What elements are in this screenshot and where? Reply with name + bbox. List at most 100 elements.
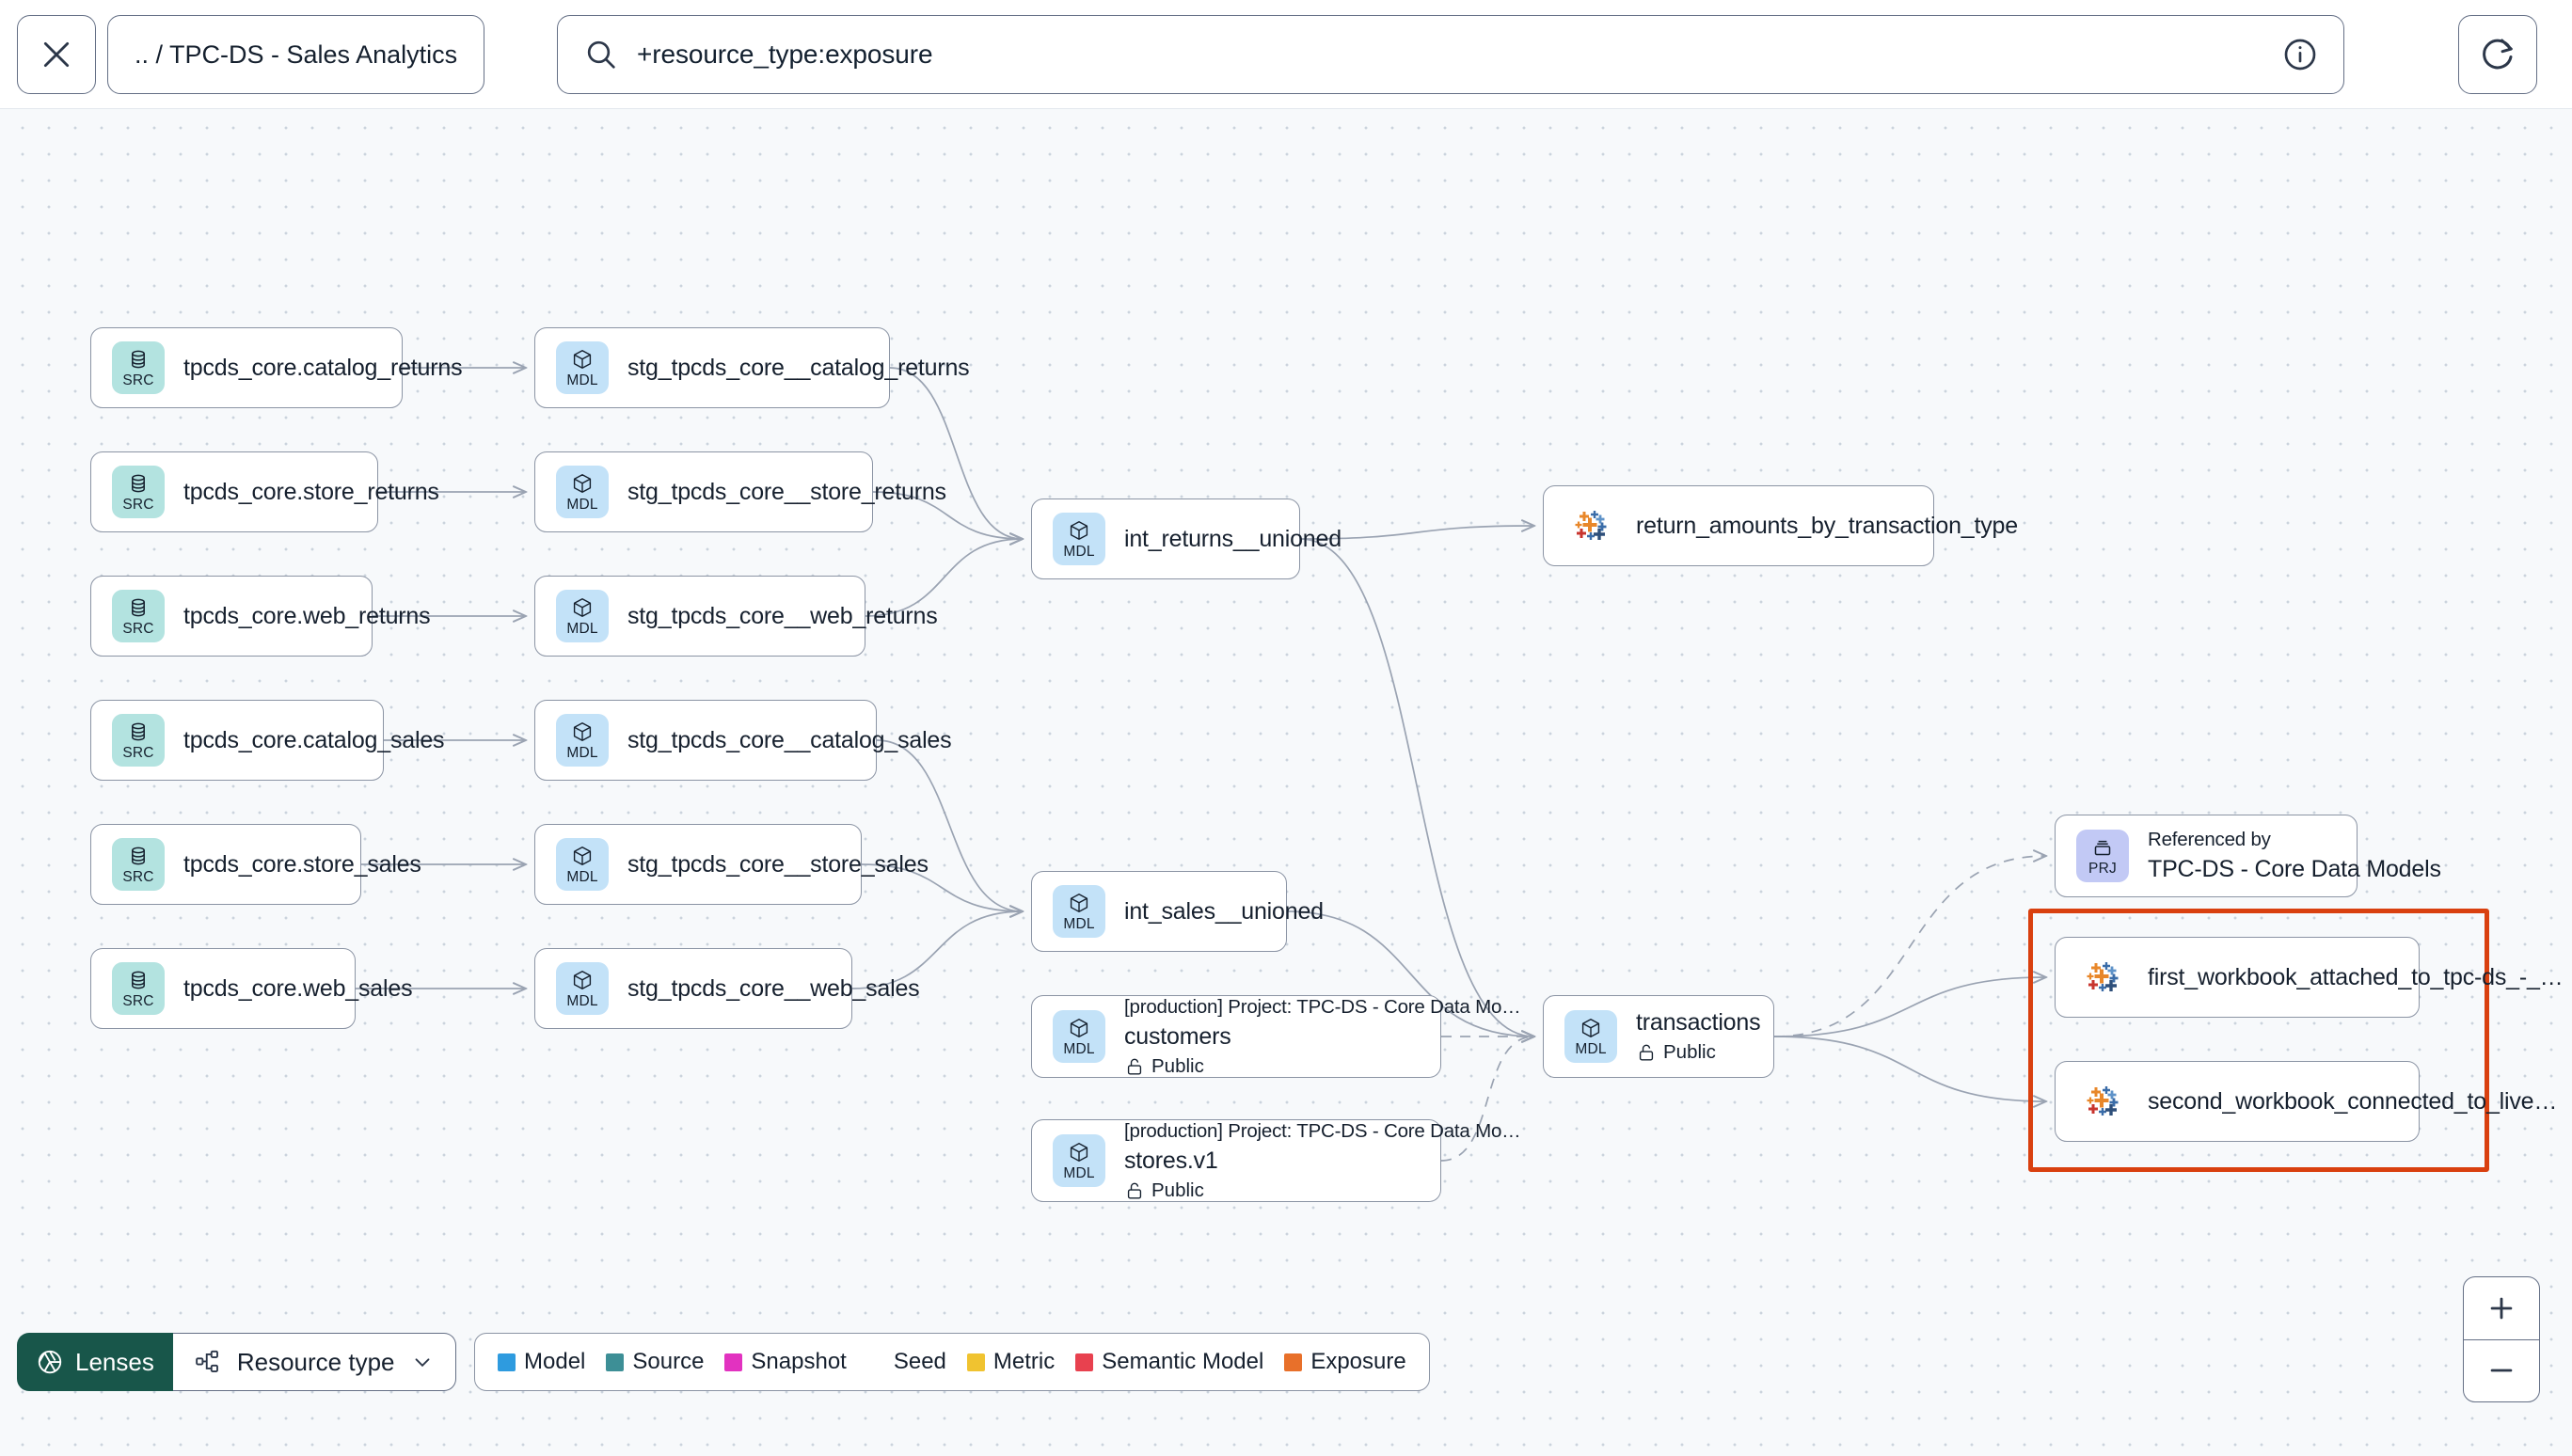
legend-item-snapshot[interactable]: Snapshot bbox=[724, 1349, 847, 1375]
graph-node-src_catalog_returns[interactable]: SRC tpcds_core.catalog_returns bbox=[90, 327, 463, 408]
resource-type-filter[interactable]: Resource type bbox=[172, 1333, 456, 1391]
legend-swatch bbox=[498, 1353, 516, 1371]
node-type-badge-mdl: MDL bbox=[556, 466, 609, 518]
node-labels: Referenced by TPC-DS - Core Data Models bbox=[2148, 829, 2441, 883]
node-prefix: [production] Project: TPC-DS - Core Data… bbox=[1124, 1119, 1521, 1142]
node-name: tpcds_core.catalog_returns bbox=[183, 354, 463, 381]
graph-node-customers[interactable]: MDL[production] Project: TPC-DS - Core D… bbox=[1031, 995, 1521, 1078]
node-name: TPC-DS - Core Data Models bbox=[2148, 856, 2441, 882]
badge-glyph bbox=[571, 595, 594, 620]
lenses-label: Lenses bbox=[75, 1347, 154, 1376]
node-type-badge-src: SRC bbox=[112, 466, 165, 518]
graph-edge bbox=[1440, 1037, 1534, 1162]
node-name: stg_tpcds_core__store_returns bbox=[627, 478, 946, 505]
legend-item-exposure[interactable]: Exposure bbox=[1284, 1349, 1406, 1375]
node-type-badge-mdl: MDL bbox=[556, 590, 609, 642]
graph-edge bbox=[1773, 977, 2046, 1037]
refresh-button[interactable] bbox=[2458, 15, 2537, 94]
legend-label: Snapshot bbox=[751, 1349, 847, 1374]
node-labels: second_workbook_connected_to_live… bbox=[2148, 1087, 2558, 1116]
node-name: second_workbook_connected_to_live… bbox=[2148, 1087, 2558, 1115]
database-icon bbox=[132, 847, 145, 865]
badge-text: SRC bbox=[122, 497, 154, 514]
graph-node-first_workbook[interactable]: first_workbook_attached_to_tpc-ds_-_… bbox=[2055, 937, 2564, 1018]
close-button[interactable] bbox=[17, 15, 96, 94]
node-type-badge-mdl: MDL bbox=[1053, 1134, 1105, 1187]
hierarchy-icon bbox=[196, 1350, 218, 1372]
legend-swatch bbox=[867, 1353, 885, 1371]
cube-icon bbox=[573, 598, 592, 618]
lenses-button[interactable]: Lenses bbox=[17, 1333, 173, 1391]
badge-text: SRC bbox=[122, 372, 154, 389]
search-input[interactable]: +resource_type:exposure bbox=[557, 15, 2344, 94]
zoom-in-button[interactable] bbox=[2464, 1277, 2539, 1340]
node-name: tpcds_core.store_returns bbox=[183, 478, 439, 505]
badge-text: SRC bbox=[122, 621, 154, 638]
badge-glyph bbox=[1068, 891, 1090, 915]
node-name: stg_tpcds_core__catalog_returns bbox=[627, 354, 970, 381]
node-name: stg_tpcds_core__store_sales bbox=[627, 850, 929, 878]
graph-node-stores_v1[interactable]: MDL [production] Project: TPC-DS - Core D… bbox=[1031, 1119, 1521, 1202]
badge-glyph bbox=[571, 720, 594, 744]
node-visibility: Public bbox=[1124, 1179, 1420, 1202]
database-icon bbox=[132, 350, 145, 369]
close-icon bbox=[43, 41, 70, 68]
node-type-badge-src: SRC bbox=[112, 962, 165, 1015]
legend-item-source[interactable]: Source bbox=[606, 1349, 704, 1375]
graph-node-stg_store_sales[interactable]: MDL stg_tpcds_core__store_sales bbox=[534, 824, 929, 905]
node-visibility-label: Public bbox=[1151, 1179, 1204, 1201]
unlock-icon bbox=[1639, 1044, 1654, 1061]
node-type-badge-src: SRC bbox=[112, 341, 165, 394]
refresh-icon bbox=[2483, 39, 2513, 70]
cube-icon bbox=[573, 971, 592, 990]
graph-node-src_web_sales[interactable]: SRC tpcds_core.web_sales bbox=[90, 948, 413, 1029]
node-name: int_sales__unioned bbox=[1124, 897, 1324, 925]
node-name: transactions bbox=[1636, 1009, 1761, 1036]
unlock-icon bbox=[1127, 1182, 1142, 1198]
zoom-out-button[interactable] bbox=[2464, 1340, 2539, 1402]
badge-text: MDL bbox=[1063, 544, 1095, 561]
legend-label: Semantic Model bbox=[1102, 1349, 1264, 1374]
node-labels: tpcds_core.web_sales bbox=[183, 975, 413, 1003]
node-labels: [production] Project: TPC-DS - Core Data… bbox=[1124, 996, 1521, 1078]
database-icon bbox=[132, 474, 145, 493]
legend-label: Exposure bbox=[1310, 1349, 1406, 1374]
node-prefix: Referenced by bbox=[2148, 829, 2271, 850]
lenses-control-group: Lenses Resource type bbox=[17, 1333, 456, 1391]
node-type-badge-src: SRC bbox=[112, 714, 165, 767]
database-icon bbox=[132, 598, 145, 617]
legend-item-semantic-model[interactable]: Semantic Model bbox=[1075, 1349, 1263, 1375]
info-icon[interactable] bbox=[2281, 36, 2319, 73]
legend-item-model[interactable]: Model bbox=[498, 1349, 585, 1375]
legend-item-metric[interactable]: Metric bbox=[966, 1349, 1055, 1375]
graph-node-second_workbook[interactable]: second_workbook_connected_to_live… bbox=[2055, 1061, 2558, 1142]
badge-glyph bbox=[1068, 1140, 1090, 1164]
graph-node-return_amounts[interactable]: return_amounts_by_transaction_type bbox=[1543, 485, 2018, 566]
node-name: tpcds_core.web_returns bbox=[183, 602, 431, 629]
legend-item-seed[interactable]: Seed bbox=[867, 1349, 946, 1375]
graph-node-src_web_returns[interactable]: SRC tpcds_core.web_returns bbox=[90, 576, 431, 657]
graph-node-src_store_returns[interactable]: SRC tpcds_core.store_returns bbox=[90, 451, 439, 532]
breadcrumb[interactable]: .. / TPC-DS - Sales Analytics bbox=[107, 15, 485, 94]
node-name: first_workbook_attached_to_tpc-ds_-_… bbox=[2148, 963, 2564, 990]
graph-node-stg_store_returns[interactable]: MDL stg_tpcds_core__store_returns bbox=[534, 451, 946, 532]
graph-edge bbox=[1299, 538, 1534, 1037]
legend-label: Model bbox=[524, 1349, 586, 1374]
resource-type-legend: Model Source Snapshot Seed Metric Semantic Mo… bbox=[474, 1333, 1430, 1391]
node-type-badge-mdl: MDL bbox=[556, 838, 609, 891]
zoom-controls bbox=[2463, 1276, 2540, 1402]
cube-icon bbox=[1070, 1019, 1088, 1038]
node-labels: stg_tpcds_core__store_sales bbox=[627, 850, 929, 878]
